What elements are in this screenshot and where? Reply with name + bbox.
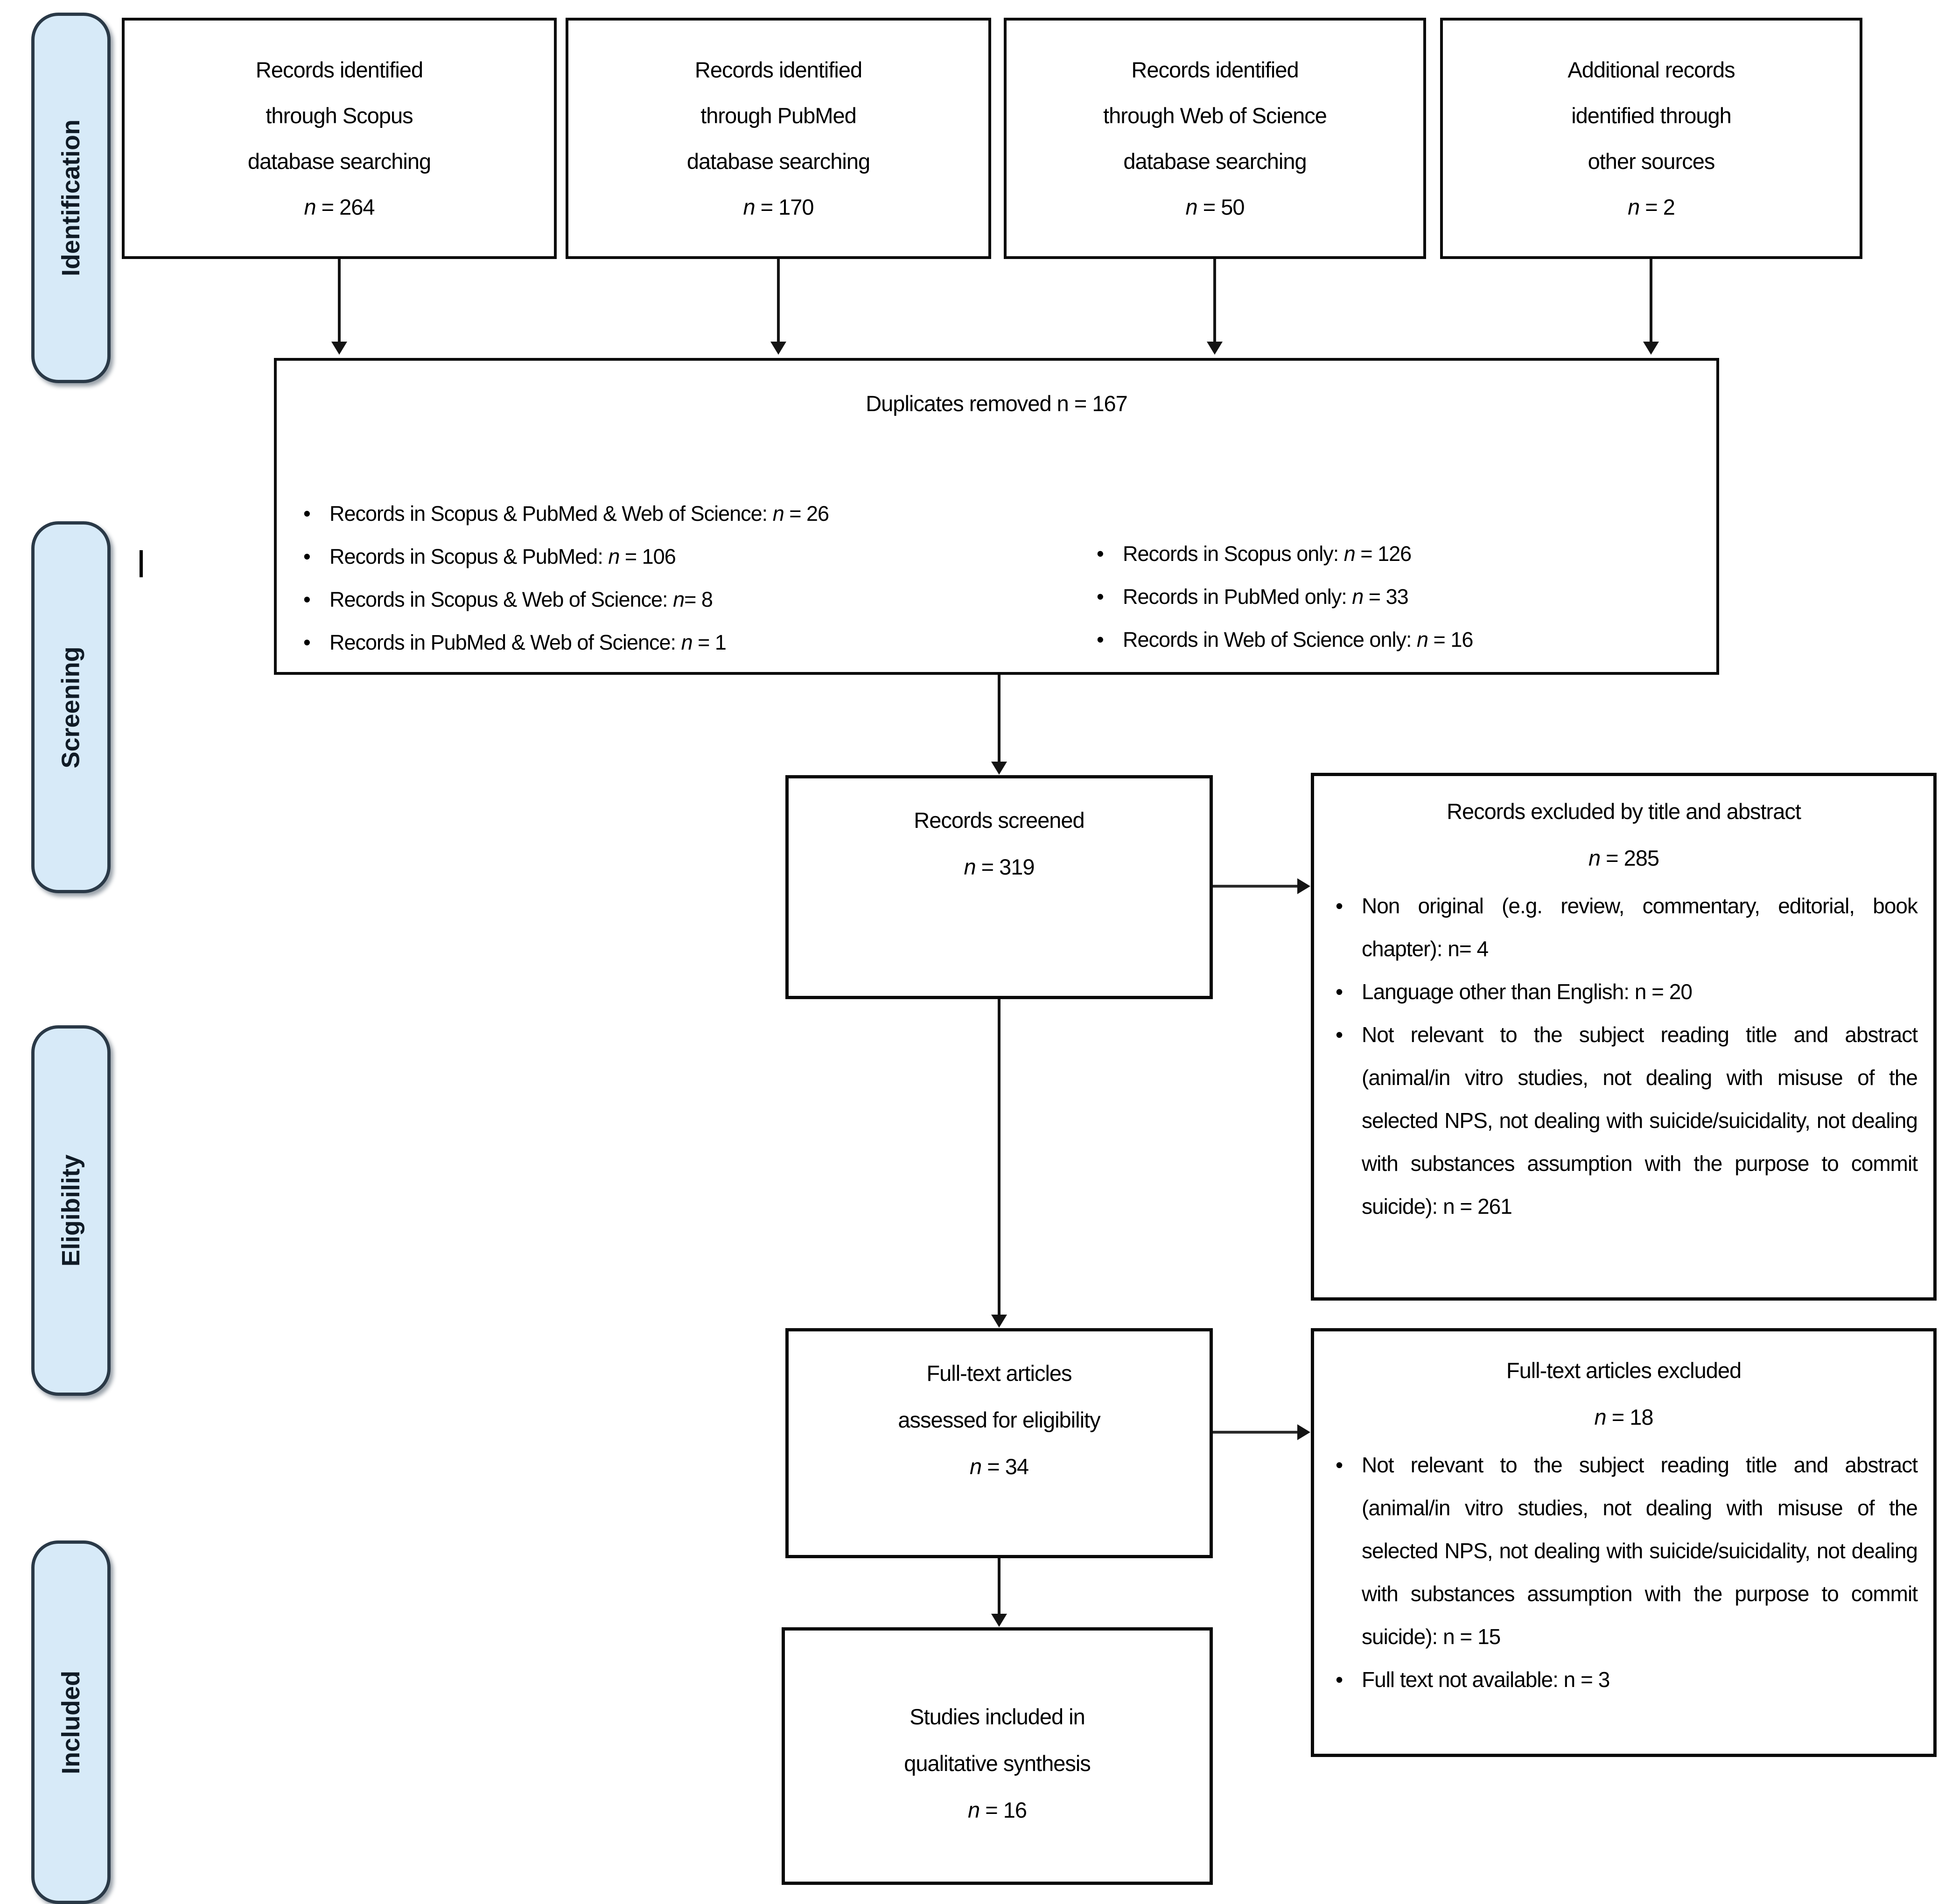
box-text-line: Additional records [1567, 57, 1735, 82]
list-item: Records in Scopus & Web of Science: n= 8 [302, 578, 829, 621]
list-item: Not relevant to the subject reading titl… [1334, 1443, 1918, 1658]
list-item: Records in Scopus & PubMed: n = 106 [302, 535, 829, 578]
list-item: Records in Web of Science only: n = 16 [1096, 618, 1473, 661]
arrow-fulltext-to-included [998, 1558, 1000, 1614]
box-text-line: Records identified [255, 57, 423, 82]
box-text-line: identified through [1571, 103, 1732, 128]
fulltext-excluded-title: Full-text articles excluded [1506, 1358, 1742, 1383]
box-fulltext-excluded: Full-text articles excluded n = 18 Not r… [1311, 1328, 1937, 1757]
box-records-web-of-science: Records identified through Web of Scienc… [1004, 18, 1426, 259]
box-count: n = 264 [304, 194, 375, 219]
duplicates-left-list: Records in Scopus & PubMed & Web of Scie… [302, 492, 829, 664]
list-item: Full text not available: n = 3 [1334, 1658, 1917, 1701]
box-count: n = 50 [1185, 194, 1245, 219]
list-item: Language other than English: n = 20 [1334, 970, 1917, 1013]
box-records-screened: Records screened n = 319 [785, 775, 1213, 999]
stage-label-screening: Screening [57, 646, 85, 769]
box-text-line: database searching [1123, 148, 1307, 174]
fulltext-count: n = 34 [970, 1454, 1029, 1479]
box-additional-records: Additional records identified through ot… [1440, 18, 1862, 259]
arrow-screened-to-excluded [1213, 885, 1298, 888]
box-records-pubmed: Records identified through PubMed databa… [566, 18, 991, 259]
box-text-line: Records identified [694, 57, 862, 82]
fulltext-title-line: assessed for eligibility [898, 1407, 1100, 1432]
box-text-line: through Scopus [266, 103, 413, 128]
list-item: Not relevant to the subject reading titl… [1334, 1013, 1918, 1228]
duplicates-right-list: Records in Scopus only: n = 126 Records … [1096, 532, 1473, 661]
box-text-line: through PubMed [700, 103, 857, 128]
arrow-screened-to-fulltext [998, 999, 1000, 1315]
list-item: Non original (e.g. review, commentary, e… [1334, 884, 1918, 970]
stage-label-eligibility: Eligibility [57, 1154, 85, 1267]
box-records-scopus: Records identified through Scopus databa… [122, 18, 557, 259]
text-cursor-artifact [140, 550, 143, 577]
box-text-line: database searching [247, 148, 431, 174]
box-studies-included: Studies included in qualitative synthesi… [782, 1627, 1213, 1885]
records-excluded-count: n = 285 [1588, 846, 1659, 870]
stage-label-included: Included [57, 1670, 85, 1774]
box-text-line: through Web of Science [1103, 103, 1327, 128]
stage-pill-screening: Screening [31, 521, 111, 893]
box-count: n = 2 [1628, 194, 1675, 219]
stage-pill-included: Included [31, 1540, 111, 1904]
fulltext-excluded-count: n = 18 [1594, 1405, 1654, 1429]
list-item: Records in Scopus only: n = 126 [1096, 532, 1473, 575]
records-excluded-list: Non original (e.g. review, commentary, e… [1314, 884, 1933, 1228]
arrow-fulltext-to-excluded [1213, 1431, 1298, 1434]
arrow-duplicates-to-screened [998, 675, 1000, 762]
fulltext-title-line: Full-text articles [926, 1361, 1072, 1386]
included-title-line: qualitative synthesis [904, 1751, 1091, 1776]
list-item: Records in Scopus & PubMed & Web of Scie… [302, 492, 829, 535]
box-duplicates-removed: Duplicates removed n = 167 Records in Sc… [274, 358, 1719, 675]
stage-pill-identification: Identification [31, 13, 111, 383]
records-excluded-title: Records excluded by title and abstract [1447, 799, 1801, 824]
list-item: Records in PubMed only: n = 33 [1096, 575, 1473, 618]
included-count: n = 16 [968, 1798, 1027, 1822]
arrow-pubmed-to-duplicates [777, 259, 780, 342]
stage-pill-eligibility: Eligibility [31, 1025, 111, 1396]
arrow-other-to-duplicates [1650, 259, 1652, 342]
included-title-line: Studies included in [910, 1704, 1085, 1729]
box-text-line: database searching [686, 148, 870, 174]
arrow-scopus-to-duplicates [338, 259, 341, 342]
screened-title: Records screened [914, 808, 1084, 833]
box-count: n = 170 [743, 194, 814, 219]
box-fulltext-assessed: Full-text articles assessed for eligibil… [785, 1328, 1213, 1558]
box-records-excluded: Records excluded by title and abstract n… [1311, 773, 1937, 1301]
screened-count: n = 319 [964, 854, 1035, 879]
box-text-line: other sources [1588, 148, 1715, 174]
stage-label-identification: Identification [57, 119, 85, 276]
box-text-line: Records identified [1131, 57, 1299, 82]
arrow-wos-to-duplicates [1213, 259, 1216, 342]
list-item: Records in PubMed & Web of Science: n = … [302, 621, 829, 664]
fulltext-excluded-list: Not relevant to the subject reading titl… [1314, 1443, 1933, 1701]
duplicates-title: Duplicates removed n = 167 [866, 391, 1128, 416]
